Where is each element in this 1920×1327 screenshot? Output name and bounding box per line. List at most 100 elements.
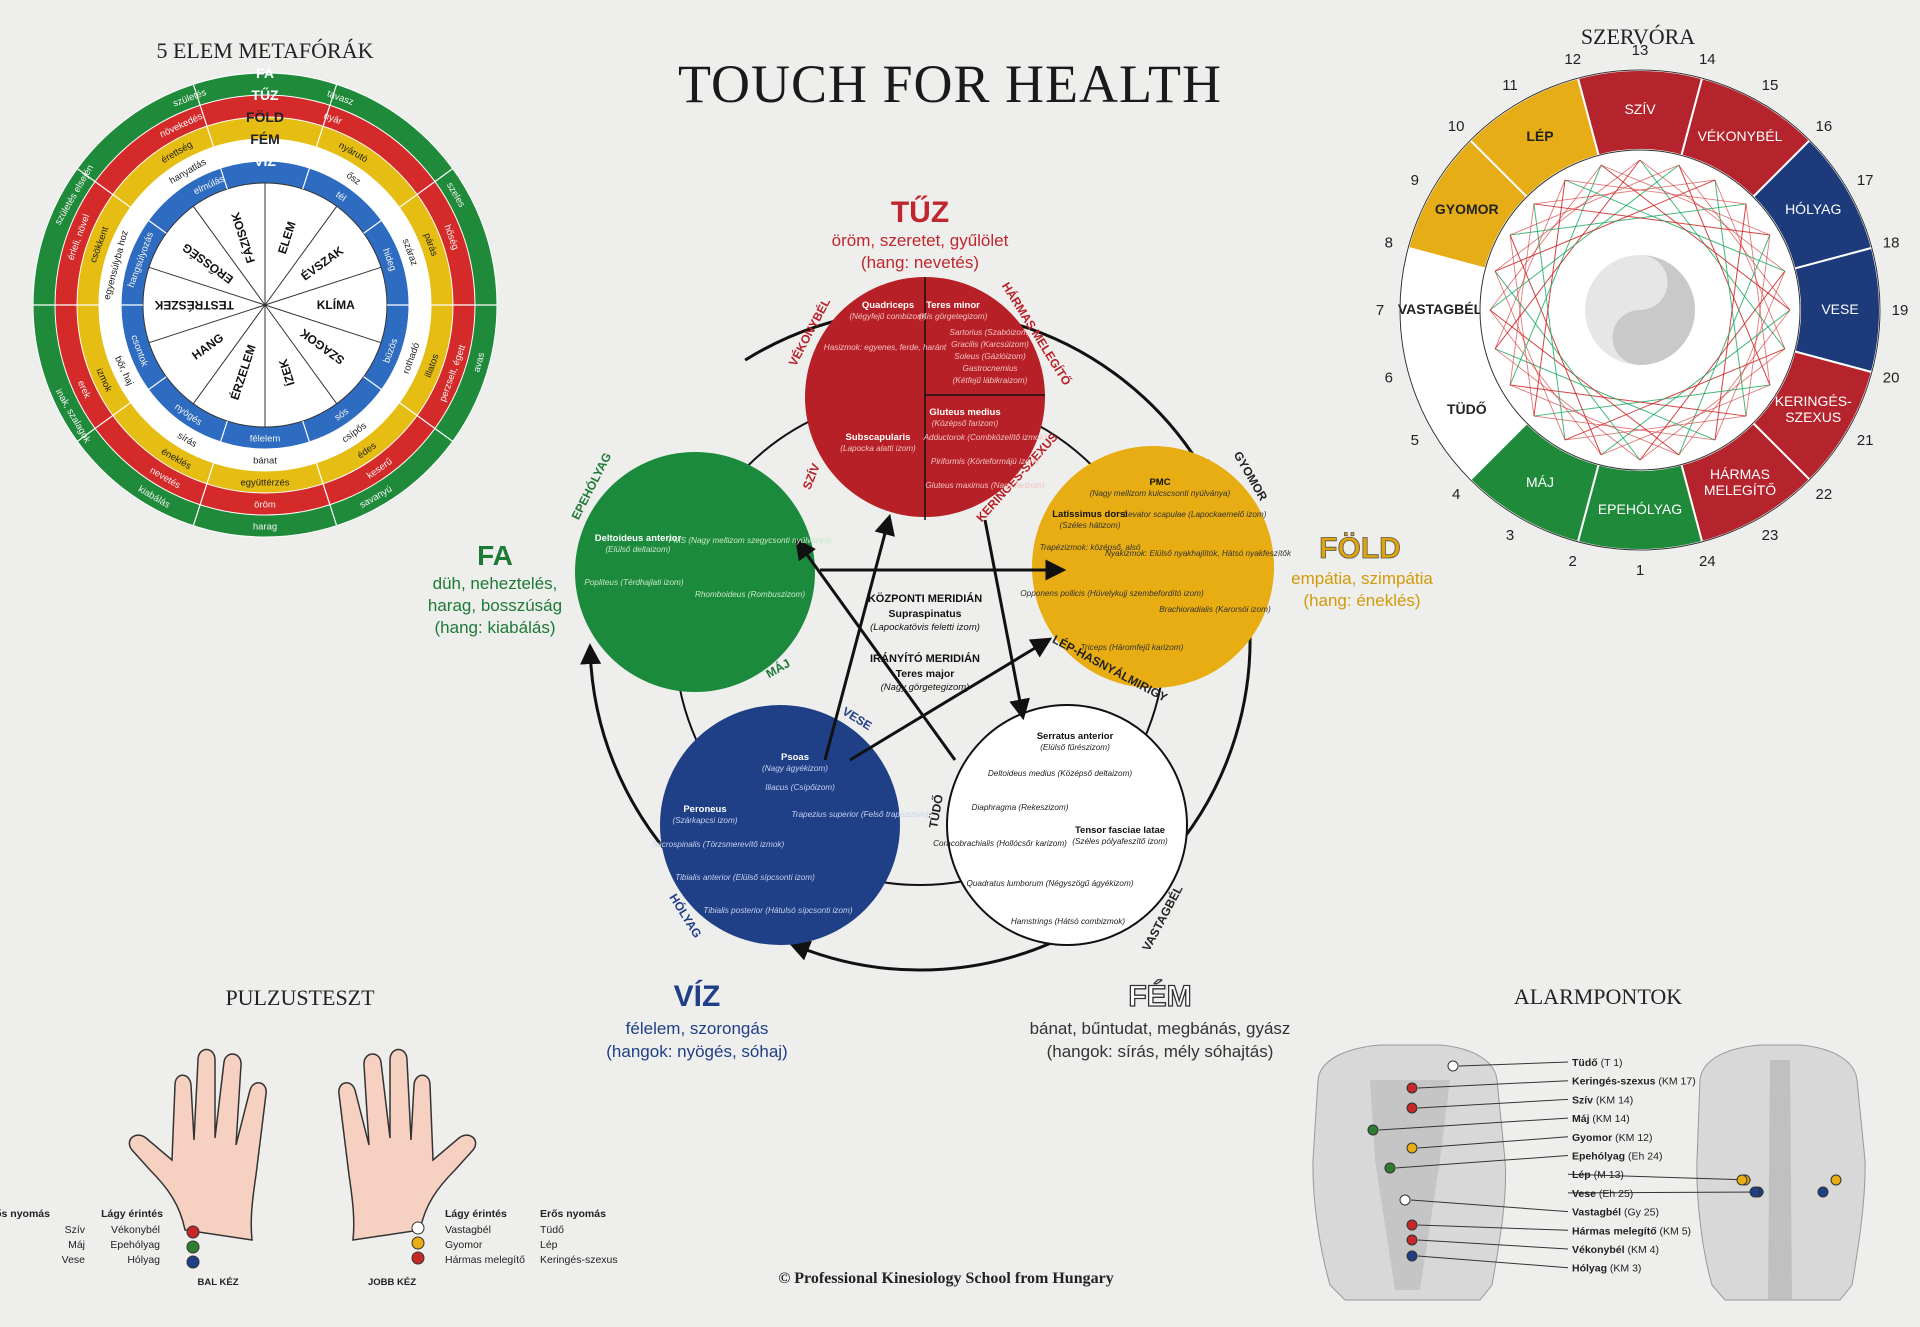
clock-star-line [1509,164,1679,236]
earth-muscle-note: (Nagy mellizom kulcscsonti nyúlványa) [1090,489,1231,498]
alarm-leader [1417,1239,1569,1250]
earth-muscle-note: Triceps (Háromfejű karizom) [1081,643,1184,652]
pulse-left-strong: Máj [68,1239,85,1251]
clock-star-line [1564,179,1747,205]
fire-muscle-name: Gluteus medius [929,407,1000,418]
alarm-dot [1384,1162,1396,1174]
alarm-leader [1417,1224,1569,1231]
left-dot-red [186,1225,200,1239]
water-name: VÍZ [674,979,721,1013]
alarm-leader [1567,1191,1765,1194]
clock-star-line [1678,309,1791,456]
right-dot-red [411,1251,425,1265]
ring-name-4: VÍZ [254,153,276,169]
control-arrow [849,637,1053,762]
fire-muscle-note: (Kétfejű lábikraizom) [953,376,1028,385]
water-line1: félelem, szorongás [626,1019,769,1038]
segment-spoke [192,304,266,404]
clock-star-line [1639,159,1786,272]
ring-spoke [192,84,228,190]
clock-star-line [1601,384,1771,456]
left-dot-blue [186,1255,200,1269]
alarm-leader [1410,1199,1569,1213]
water-muscle-note: Tibialis anterior (Elülső sípcsonti izom… [675,873,815,882]
water-muscle-name: Psoas [781,752,809,763]
clock-segment-label: KERINGÉS-SZEXUS [1775,393,1852,425]
metal-muscle-note: Diaphragma (Rekeszizom) [972,803,1069,812]
controlling-cycle-arrows [795,513,1067,762]
clock-hour: 18 [1883,235,1900,252]
clock-hour: 8 [1385,235,1393,252]
clock-hour: 22 [1816,486,1833,503]
back-spine-shadow [1768,1060,1792,1300]
right-dot-white [411,1221,425,1235]
yin-yang-half [1612,255,1695,365]
ring-name-2: FÖLD [246,109,284,125]
fire-muscle-note: (Középső farizom) [932,419,999,428]
alarm-point-list: Tüdő (T 1)Keringés-szexus (KM 17)Szív (K… [1367,1057,1842,1275]
pulse-left-soft: Epehólyag [110,1239,160,1251]
alarm-back-dot [1830,1174,1842,1186]
control-arrow [983,519,1030,721]
fire-muscle-note: Adductorok (Combközelítő izmok) [923,433,1047,442]
earth-muscle-note: Levator scapulae (Lapockaemelő izom) [1124,510,1267,519]
pulse-left-strong: Szív [65,1224,86,1236]
alarm-back-dot [1817,1186,1829,1198]
clock-star-line [1533,203,1770,236]
alarm-dot [1406,1142,1418,1154]
pulse-right-soft: Hármas melegítő [445,1254,525,1266]
center-meridian-1-note: (Lapockatövis feletti izom) [870,622,980,633]
ring-name-1: TŰZ [251,86,279,103]
pulse-left-h2: Lágy érintés [101,1208,163,1220]
clock-star-line [1600,164,1791,311]
water-muscle-note: (Szárkapcsi izom) [672,816,737,825]
clock-star-line [1494,271,1566,441]
meridian-sziv: SZÍV [799,461,823,491]
clock-hour: 5 [1411,432,1419,449]
clock-hour: 19 [1892,302,1909,319]
right-dot-yellow [411,1236,425,1250]
muscle-lists: Quadriceps(Négyfejű combizom)Teres minor… [584,300,1292,926]
clock-hour: 20 [1883,369,1900,386]
metal-name: FÉM [1128,979,1191,1013]
segment-label: KLÍMA [317,297,355,312]
copyright: © Professional Kinesiology School from H… [778,1270,1113,1287]
ring-label: együttérzés [240,478,289,489]
segment-spoke [264,266,382,306]
ring-spoke [76,376,167,442]
alarm-point-label: Keringés-szexus (KM 17) [1572,1076,1696,1088]
fire-name: TŰZ [891,195,949,229]
clock-hour: 17 [1857,172,1874,189]
pulse-right-caption: JOBB KÉZ [368,1277,416,1288]
earth-line1: empátia, szimpátia [1291,569,1433,588]
alarm-leader [1567,1173,1752,1181]
clock-star-line [1714,271,1786,441]
ring-name-0: FA [256,65,274,81]
alarm-leader [1395,1155,1569,1169]
wood-line2: (hang: kiabálás) [435,618,556,637]
fire-muscle-note: (Négyfejű combizom) [849,312,927,321]
water-muscle-note: Trapezius superior (Felső trapézizom) [791,810,929,819]
alarm-back-dot [1749,1186,1761,1198]
ring-name-3: FÉM [250,131,280,147]
clock-hour: 12 [1564,51,1581,68]
wood-line1: düh, neheztelés, [433,574,558,593]
clock-star-line [1601,164,1771,236]
ring-label: harag [253,522,277,533]
clock-hour: 10 [1448,118,1465,135]
metal-muscle-name: Serratus anterior [1037,731,1114,742]
control-arrow [795,538,957,761]
clock-hour: 3 [1506,527,1514,544]
clock-segment-label: GYOMOR [1435,201,1499,217]
control-arrow [823,513,895,761]
clock-hour: 15 [1762,77,1779,94]
earth-muscle-name: Latissimus dorsi [1052,509,1128,520]
alarm-leader [1417,1080,1569,1089]
earth-circle [1032,446,1274,688]
earth-muscle-name: PMC [1149,477,1170,488]
alarm-point-label: Szív (KM 14) [1572,1094,1633,1106]
pulse-left-caption: BAL KÉZ [198,1277,239,1288]
alarm-leader [1458,1061,1569,1067]
clock-star-line [1494,159,1641,272]
